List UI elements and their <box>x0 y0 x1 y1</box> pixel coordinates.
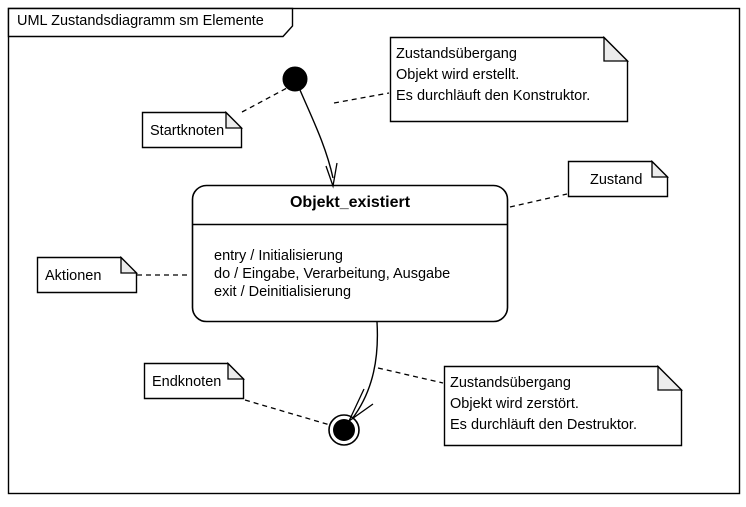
state-action-do: do / Eingabe, Verarbeitung, Ausgabe <box>214 266 451 282</box>
note-create-fold-icon <box>603 35 630 62</box>
note-destroy-line-2: Objekt wird zerstört. <box>450 396 579 412</box>
note-start-label-fold-icon <box>225 110 244 129</box>
start-node[interactable] <box>282 66 308 92</box>
note-destroy-line-1: Zustandsübergang <box>450 375 571 391</box>
note-destroy-connector <box>377 367 444 384</box>
note-actions-label-fold-icon <box>120 255 139 274</box>
transition-state-to-end[interactable] <box>351 321 379 420</box>
note-create-line-1: Zustandsübergang <box>396 46 517 62</box>
diagram-title: UML Zustandsdiagramm sm Elemente <box>17 13 264 29</box>
note-end-label-connector <box>244 399 331 426</box>
note-create-line-3: Es durchläuft den Konstruktor. <box>396 88 591 104</box>
diagram-title-tab <box>7 7 294 38</box>
note-state-label-connector <box>509 193 568 208</box>
note-destroy-box[interactable] <box>443 365 683 447</box>
note-destroy-fold-icon <box>657 364 684 391</box>
state-action-exit: exit / Deinitialisierung <box>214 284 352 300</box>
note-start-label: Startknoten <box>150 123 225 139</box>
note-end-label-fold-icon <box>227 361 246 380</box>
transition-start-to-state[interactable] <box>299 89 334 179</box>
note-state-label-box[interactable] <box>567 160 669 198</box>
note-destroy-line-3: Es durchläuft den Destruktor. <box>450 417 637 433</box>
note-create-box[interactable] <box>389 36 629 123</box>
note-actions-label: Aktionen <box>45 268 102 284</box>
transition-start-to-state-arrowhead <box>325 162 338 189</box>
note-start-label-box[interactable] <box>141 111 243 149</box>
state-box[interactable] <box>191 184 509 323</box>
state-action-entry: entry / Initialisierung <box>214 248 343 264</box>
note-end-label-box[interactable] <box>143 362 245 400</box>
note-end-label: Endknoten <box>152 374 222 390</box>
state-name: Objekt_existiert <box>289 194 411 211</box>
transition-state-to-end-arrowhead <box>347 388 374 423</box>
note-create-line-2: Objekt wird erstellt. <box>396 67 520 83</box>
note-create-connector <box>333 92 390 104</box>
note-state-label-fold-icon <box>651 159 670 178</box>
note-actions-label-box[interactable] <box>36 256 138 294</box>
end-node[interactable] <box>333 419 355 441</box>
note-state-label: Zustand <box>590 172 643 188</box>
